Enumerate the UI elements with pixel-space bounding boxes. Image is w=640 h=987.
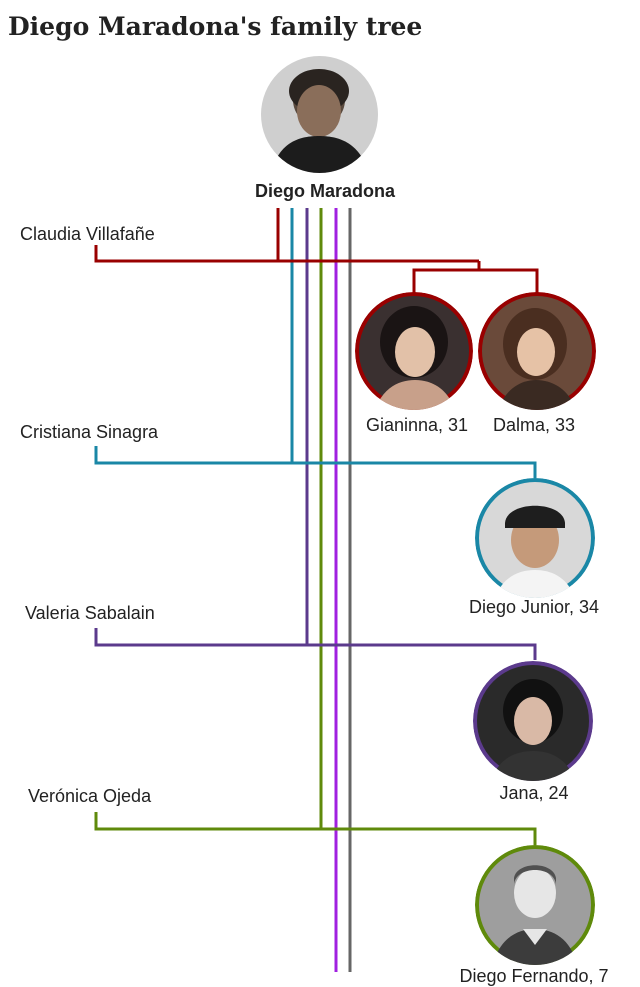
child-dalma-label: Dalma, 33	[492, 415, 576, 435]
gianinna-portrait	[355, 292, 473, 410]
partner-cristiana-sinagra: Cristiana Sinagra	[20, 422, 159, 442]
page-title: Diego Maradona's family tree	[8, 12, 423, 41]
child-gianinna-label: Gianinna, 31	[365, 415, 469, 435]
claudia-branch	[94, 245, 479, 263]
partner-claudia-villafane: Claudia Villafañe	[20, 224, 155, 244]
veronica-branch	[94, 812, 537, 845]
person-silhouette-icon	[475, 845, 595, 965]
claudia-children-connector-right	[479, 268, 539, 295]
child-diego-junior-label: Diego Junior, 34	[468, 597, 600, 617]
cristiana-branch	[94, 446, 537, 478]
valeria-branch	[94, 628, 537, 660]
jana-portrait	[473, 661, 593, 781]
claudia-children-connector	[412, 261, 481, 295]
child-jana-label: Jana, 24	[499, 783, 569, 803]
diego-maradona-name: Diego Maradona	[254, 181, 396, 201]
child-diego-fernando-label: Diego Fernando, 7	[459, 966, 609, 986]
diego-maradona-portrait	[261, 56, 378, 173]
partner-veronica-ojeda: Verónica Ojeda	[28, 786, 152, 806]
partner-valeria-sabalain: Valeria Sabalain	[25, 603, 155, 623]
diego-junior-portrait	[475, 478, 595, 598]
dalma-portrait	[478, 292, 596, 410]
